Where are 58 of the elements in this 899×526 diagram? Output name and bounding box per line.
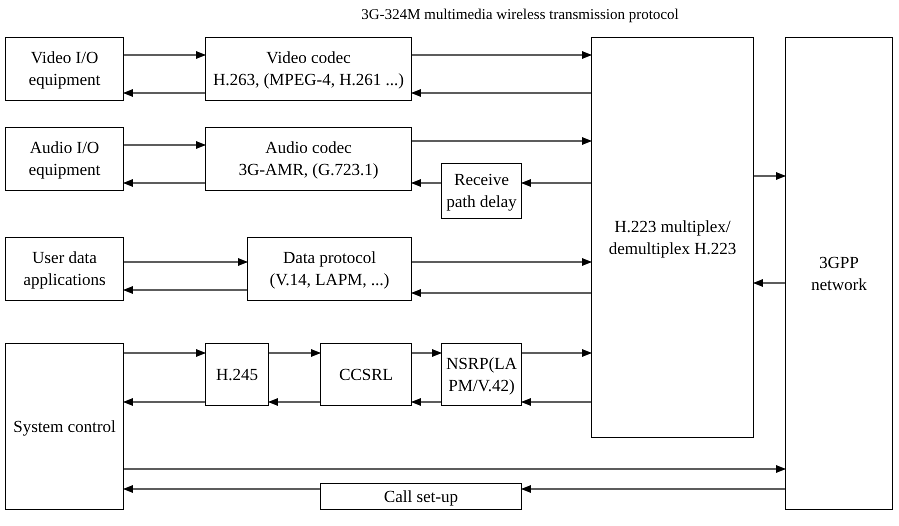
box-text: H.223 multiplex/ demultiplex H.223 (608, 216, 738, 260)
process-box (320, 343, 412, 406)
box-text: Call set-up (384, 486, 458, 508)
diagram-title: 3G-324M multimedia wireless transmission protocol (360, 6, 680, 25)
arrow (123, 398, 205, 406)
arrow (124, 141, 206, 149)
arrow (521, 179, 591, 187)
arrow (521, 485, 785, 493)
box-text: Audio I/O equipment (28, 137, 102, 181)
process-box (591, 37, 754, 438)
process-box (441, 343, 522, 406)
box-text: Receive path delay (446, 169, 517, 213)
arrow (411, 289, 591, 297)
process-box (5, 127, 124, 191)
process-box (247, 237, 412, 301)
arrow (123, 179, 205, 187)
arrow (268, 398, 320, 406)
arrow (412, 349, 442, 357)
box-text: Video I/O equipment (28, 47, 102, 91)
arrow (411, 398, 441, 406)
box-text: (V.14, LAPM, ...) (270, 269, 390, 291)
arrow (522, 349, 592, 357)
arrow (124, 258, 248, 266)
process-box (5, 237, 124, 301)
process-box (320, 483, 522, 510)
process-box (205, 343, 269, 406)
arrow (269, 349, 321, 357)
arrow (123, 89, 205, 97)
process-box (5, 343, 124, 510)
arrow (411, 179, 441, 187)
process-box (785, 37, 893, 510)
box-text: Video codec (266, 47, 351, 69)
arrow (411, 89, 591, 97)
box-text: CCSRL (339, 364, 393, 386)
process-box (441, 163, 522, 219)
box-text: System control (13, 416, 116, 438)
box-text: 3GPP network (810, 252, 868, 296)
arrow (123, 286, 247, 294)
arrow (521, 398, 591, 406)
process-box (205, 127, 412, 191)
box-text: H.263, (MPEG-4, H.261 ...) (213, 69, 404, 91)
arrow (412, 258, 592, 266)
process-box (205, 37, 412, 101)
arrow (123, 485, 320, 493)
arrow (412, 51, 592, 59)
arrow (124, 51, 206, 59)
arrow (124, 465, 786, 473)
arrow (412, 137, 592, 145)
process-box (5, 37, 124, 101)
box-text: H.245 (216, 364, 258, 386)
arrow (753, 279, 785, 287)
arrow (754, 172, 786, 180)
arrow (124, 349, 206, 357)
box-text: Audio codec (265, 137, 352, 159)
box-text: User data applications (22, 247, 107, 291)
box-text: Data protocol (283, 247, 376, 269)
box-text: NSRP(LAPM/V.42) (446, 352, 517, 396)
box-text: 3G-AMR, (G.723.1) (238, 159, 378, 181)
